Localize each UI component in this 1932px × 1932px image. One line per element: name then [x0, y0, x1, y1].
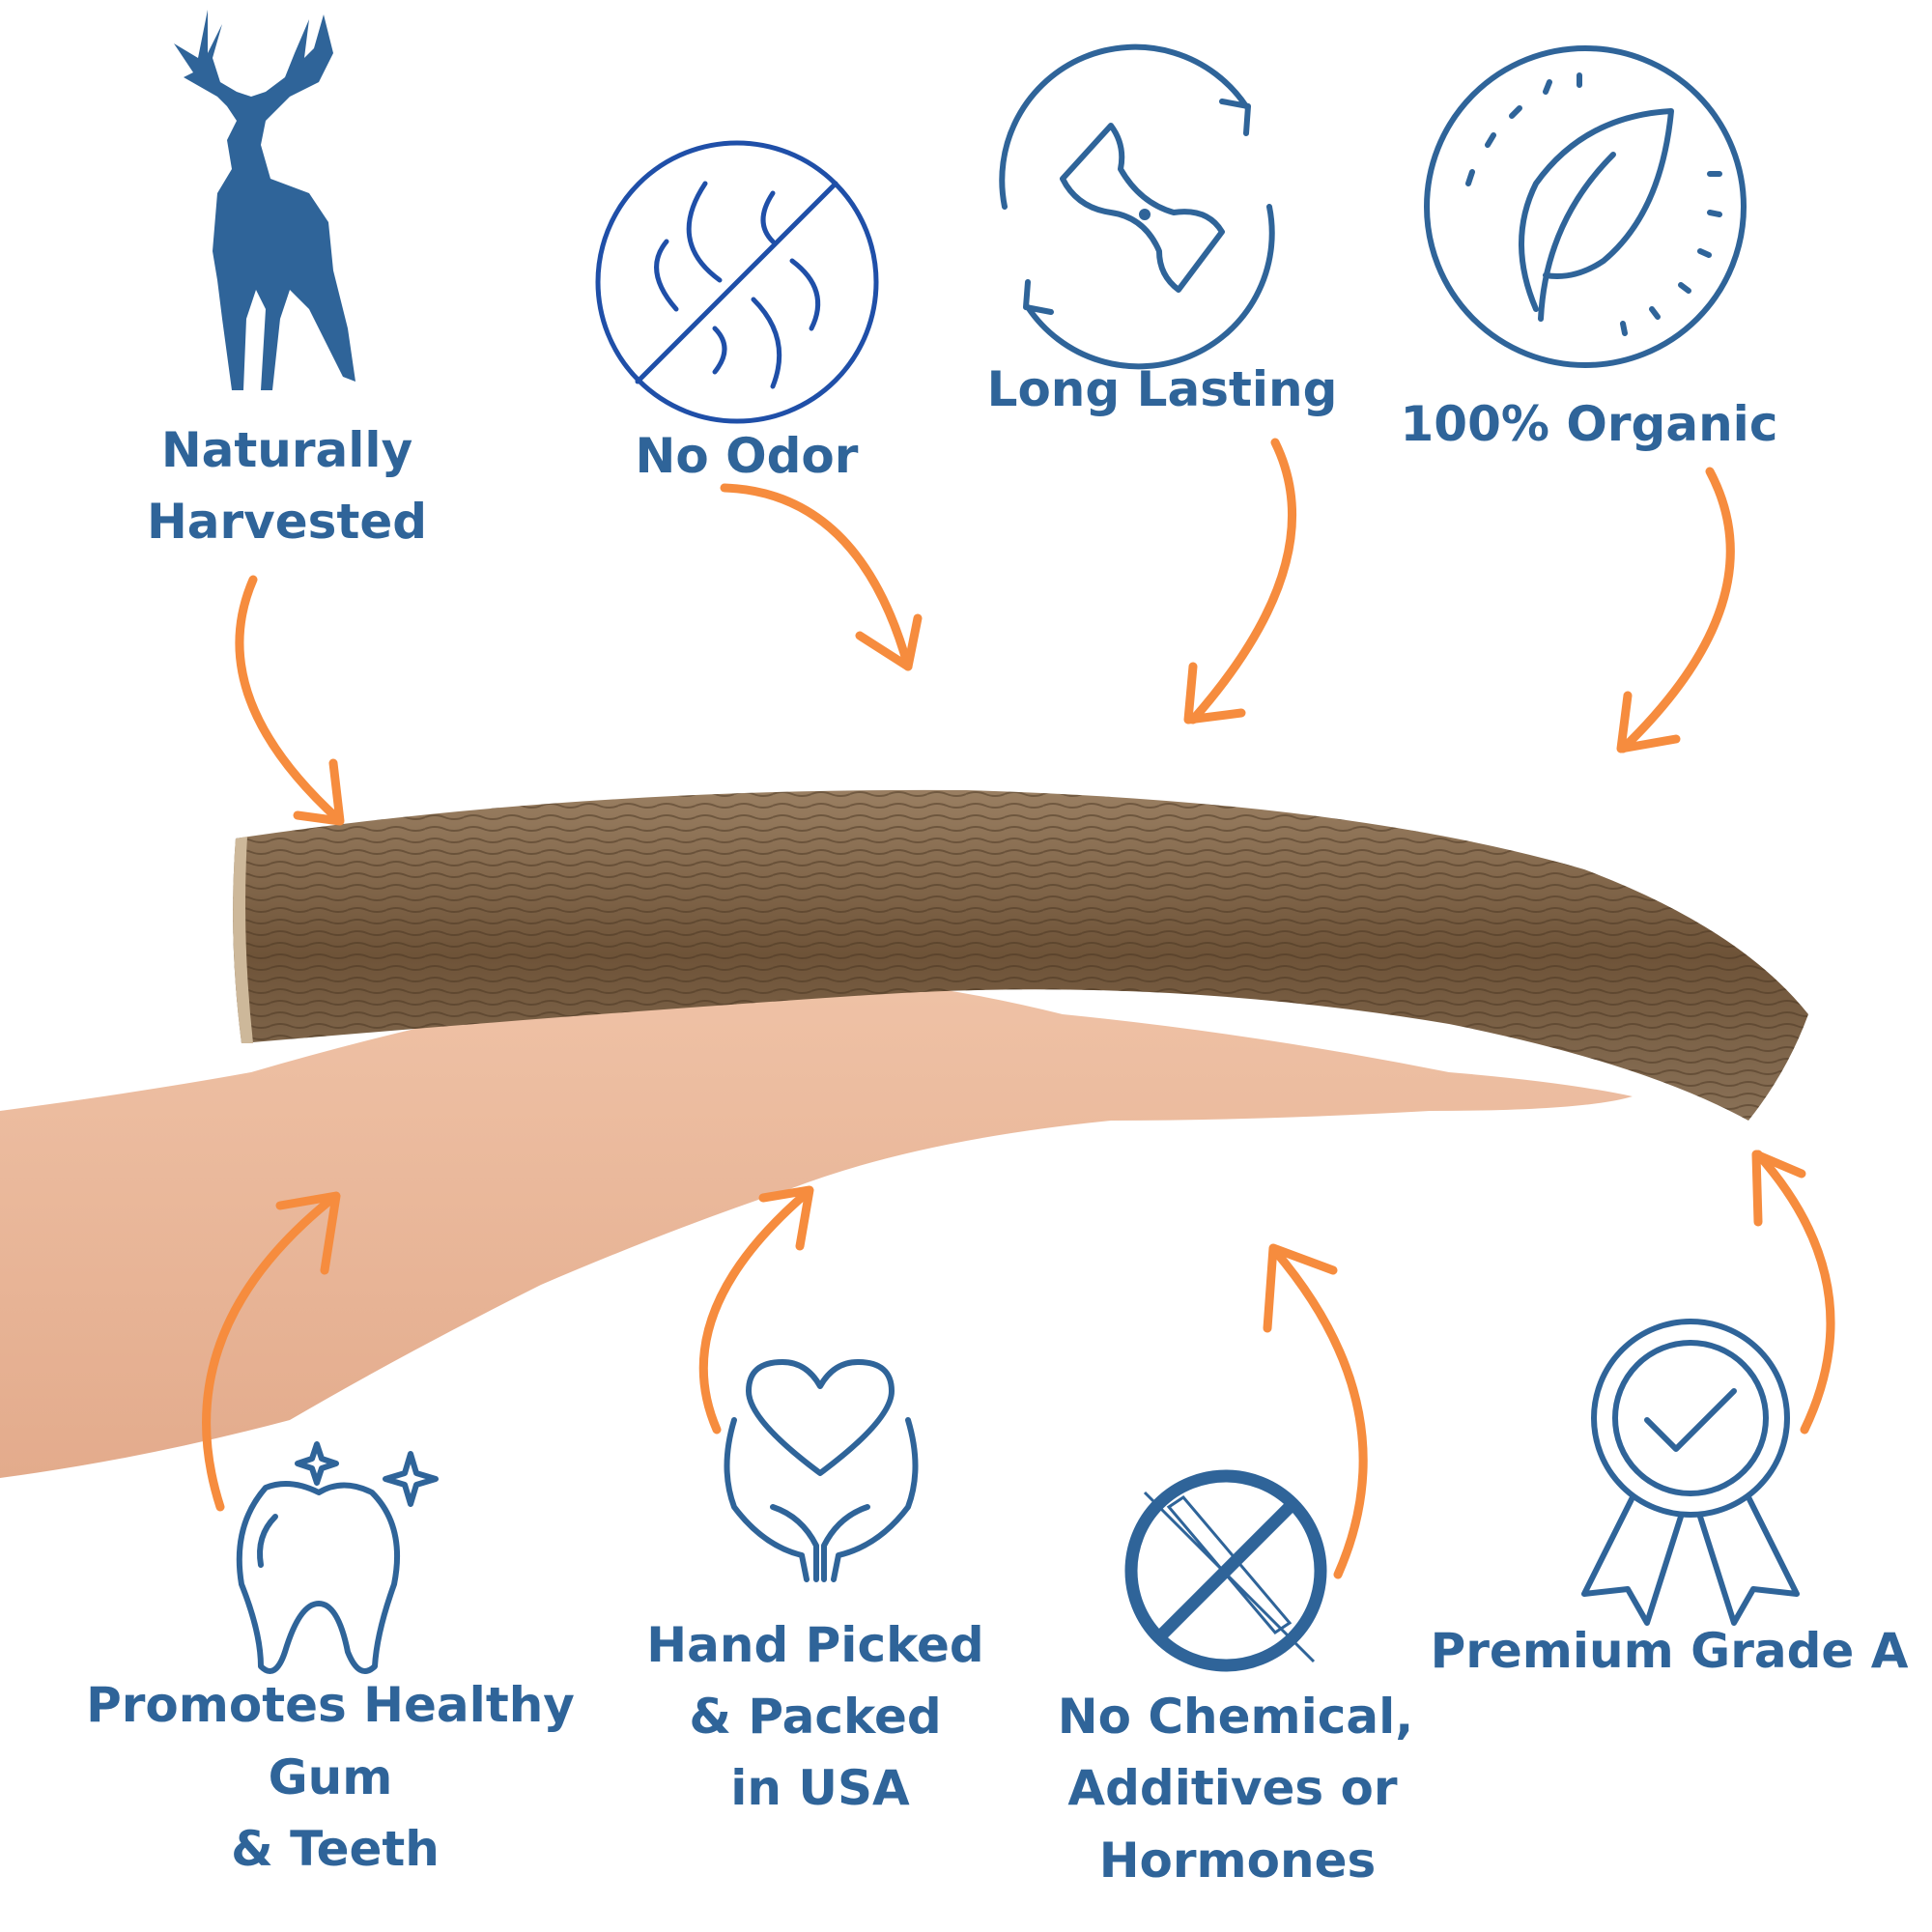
arrows [202, 438, 1835, 1579]
label-healthy-teeth-2: Gum [269, 1749, 393, 1805]
arrow-naturally-harvested [235, 575, 343, 824]
deer-icon [174, 10, 355, 390]
antler-chew-image [233, 789, 1808, 1121]
label-hand-picked-3: in USA [730, 1760, 910, 1816]
award-ribbon-icon [1581, 1319, 1800, 1626]
hourglass-cycle-icon [999, 43, 1275, 370]
arrow-premium [1753, 1150, 1835, 1435]
label-no-chemical-1: No Chemical, [1058, 1689, 1414, 1745]
label-naturally-harvested-2: Harvested [147, 494, 427, 550]
label-healthy-teeth-1: Promotes Healthy [86, 1677, 575, 1733]
label-naturally-harvested-1: Naturally [161, 422, 412, 478]
arrow-organic [1618, 467, 1735, 753]
label-no-chemical-3: Hormones [1099, 1833, 1377, 1889]
leaf-badge-icon [1424, 45, 1747, 368]
label-premium: Premium Grade A [1431, 1623, 1909, 1679]
label-no-odor: No Odor [636, 428, 859, 484]
label-hand-picked-1: Hand Picked [646, 1617, 983, 1673]
label-organic: 100% Organic [1401, 396, 1778, 452]
no-syringe-icon [1124, 1469, 1327, 1672]
heart-hands-icon [724, 1359, 919, 1582]
tooth-icon [236, 1441, 439, 1674]
label-long-lasting: Long Lasting [987, 361, 1338, 417]
no-odor-icon [595, 140, 879, 424]
arrow-long-lasting [1188, 438, 1296, 724]
label-healthy-teeth-3: & Teeth [231, 1821, 440, 1877]
arrow-no-odor [720, 483, 913, 671]
arrow-healthy-teeth [202, 1193, 338, 1512]
label-hand-picked-2: & Packed [689, 1689, 941, 1745]
hand-image [0, 974, 1633, 1478]
arrow-no-chemical [1270, 1246, 1368, 1579]
arrow-hand-picked [698, 1188, 811, 1435]
label-no-chemical-2: Additives or [1067, 1760, 1397, 1816]
